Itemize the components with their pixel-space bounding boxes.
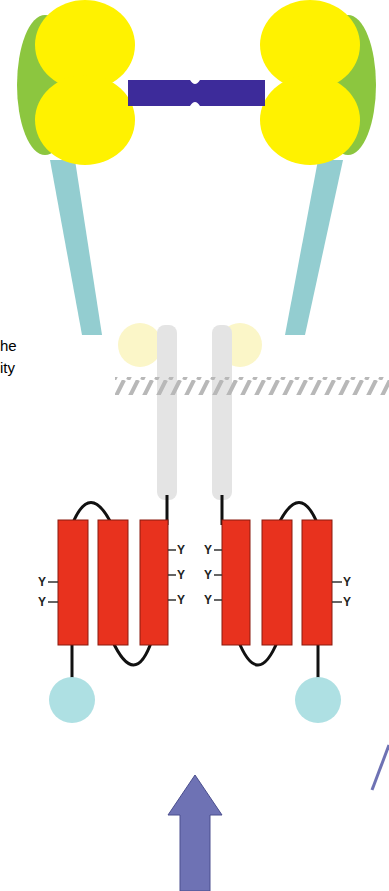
yellow-domain: [35, 75, 135, 165]
partial-arrow: [372, 745, 389, 790]
tyrosine-label: Y: [177, 594, 185, 606]
tyrosine-label: Y: [177, 569, 185, 581]
cut-off-text: he: [0, 338, 17, 353]
tyrosine-label: Y: [204, 544, 212, 556]
transmembrane: [157, 325, 177, 500]
transmembrane: [212, 325, 232, 500]
signal-arrow: [168, 775, 222, 891]
tyrosine-ticks: [48, 550, 342, 602]
tyrosine-label: Y: [343, 576, 351, 588]
tyrosine-label: Y: [204, 594, 212, 606]
tyrosine-label: Y: [38, 576, 46, 588]
stalk: [50, 160, 102, 335]
tyrosine-label: Y: [204, 569, 212, 581]
tyrosine-label: Y: [38, 596, 46, 608]
c-terminal-domain: [49, 677, 95, 723]
membrane: [115, 377, 389, 395]
yellow-domain: [260, 75, 360, 165]
tyrosine-label: Y: [177, 544, 185, 556]
stalk: [285, 160, 343, 335]
cut-off-text: ity: [0, 360, 15, 375]
kinase-domain: [58, 520, 332, 645]
tyrosine-label: Y: [343, 596, 351, 608]
ligand-bar: [128, 80, 265, 106]
domain-circle: [118, 323, 162, 367]
kinase-loops: [72, 503, 318, 679]
c-terminal-domain: [295, 677, 341, 723]
